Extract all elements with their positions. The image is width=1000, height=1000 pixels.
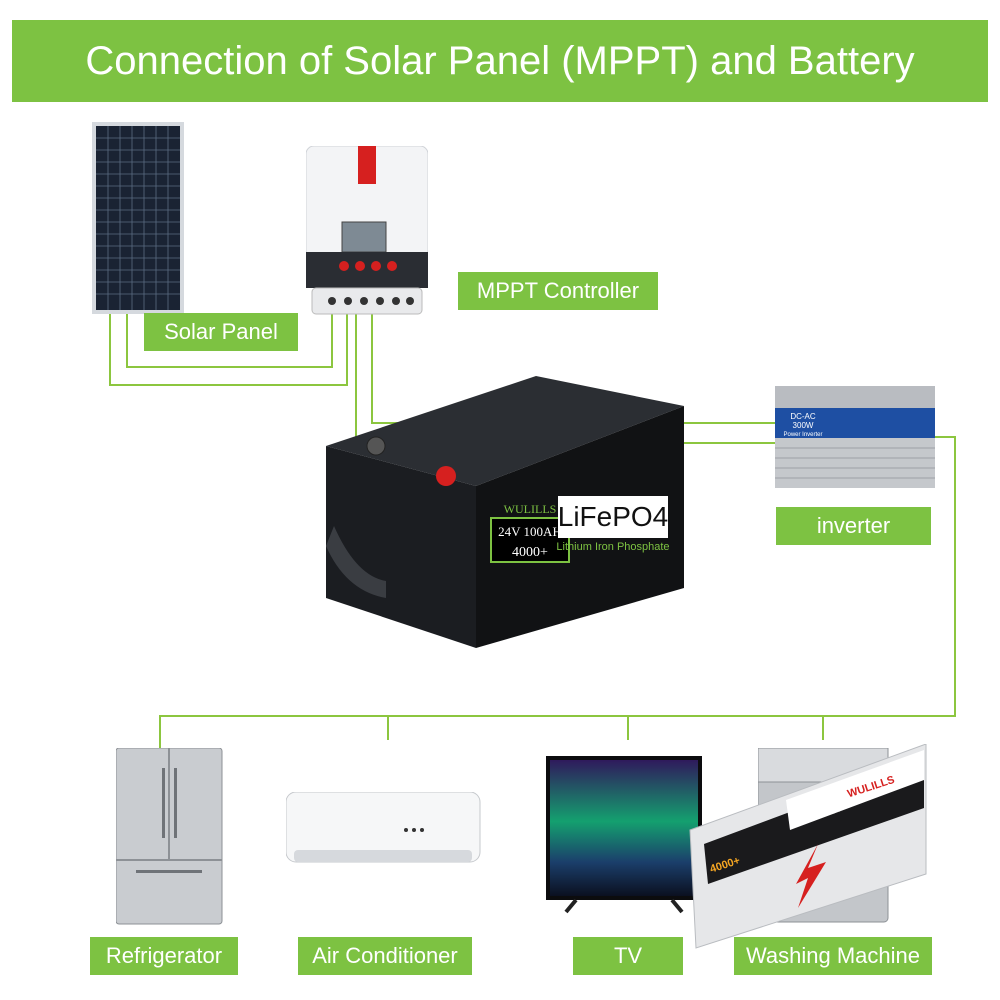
page-title: Connection of Solar Panel (MPPT) and Bat… (12, 20, 988, 102)
battery-subtitle-text: Lithium Iron Phosphate (556, 541, 669, 553)
lightning-icon (796, 844, 826, 908)
air-conditioner-image (286, 792, 481, 863)
battery-cycles-text: 4000+ (512, 545, 548, 560)
battery-brand-text: WULILLS (504, 502, 557, 516)
refrigerator-image (116, 748, 223, 925)
label-refrigerator: Refrigerator (90, 937, 238, 975)
label-air-conditioner: Air Conditioner (298, 937, 472, 975)
battery-spec-text: 24V 100AH (498, 524, 562, 539)
label-mppt-controller: MPPT Controller (458, 272, 658, 310)
tv-image (546, 756, 702, 914)
solar-panel-image (92, 122, 184, 314)
mppt-controller-image (306, 146, 428, 315)
inverter-image: DC-AC 300W Power Inverter (775, 386, 935, 488)
inverter-line3-text: Power Inverter (783, 432, 822, 438)
label-washing-machine: Washing Machine (734, 937, 932, 975)
battery-chemistry-text: LiFePO4 (558, 501, 669, 532)
battery-image: LiFePO4 Lithium Iron Phosphate WULILLS 2… (326, 376, 684, 648)
label-tv: TV (573, 937, 683, 975)
label-solar-panel: Solar Panel (144, 313, 298, 351)
inverter-line1-text: DC-AC (790, 412, 816, 421)
inverter-line2-text: 300W (793, 421, 814, 430)
battery-box-image: WULILLS LiFePO4 4000+ (689, 744, 927, 949)
label-inverter: inverter (776, 507, 931, 545)
